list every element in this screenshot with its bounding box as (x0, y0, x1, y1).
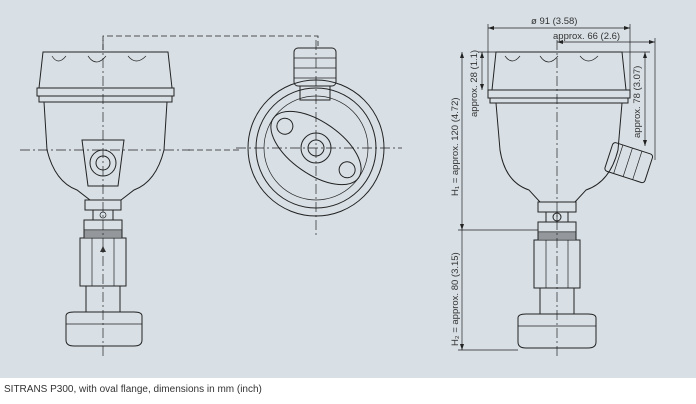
top-view (236, 40, 402, 236)
dim-h1: H₁ = approx. 120 (4.72) (450, 97, 461, 196)
figure-caption: SITRANS P300, with oval flange, dimensio… (4, 384, 262, 395)
dim-approx-78: approx. 78 (3.07) (632, 66, 643, 138)
front-view (20, 40, 190, 356)
dimension-lines (458, 24, 656, 351)
dim-diameter: ø 91 (3.58) (531, 16, 577, 27)
side-view (487, 40, 654, 356)
dim-h2: H₂ = approx. 80 (3.15) (450, 252, 461, 346)
technical-drawing: ø 91 (3.58) approx. 66 (2.6) approx. 28 … (20, 16, 656, 356)
dim-approx-28: approx. 28 (1.1) (469, 50, 480, 117)
dim-approx-66: approx. 66 (2.6) (553, 31, 620, 42)
